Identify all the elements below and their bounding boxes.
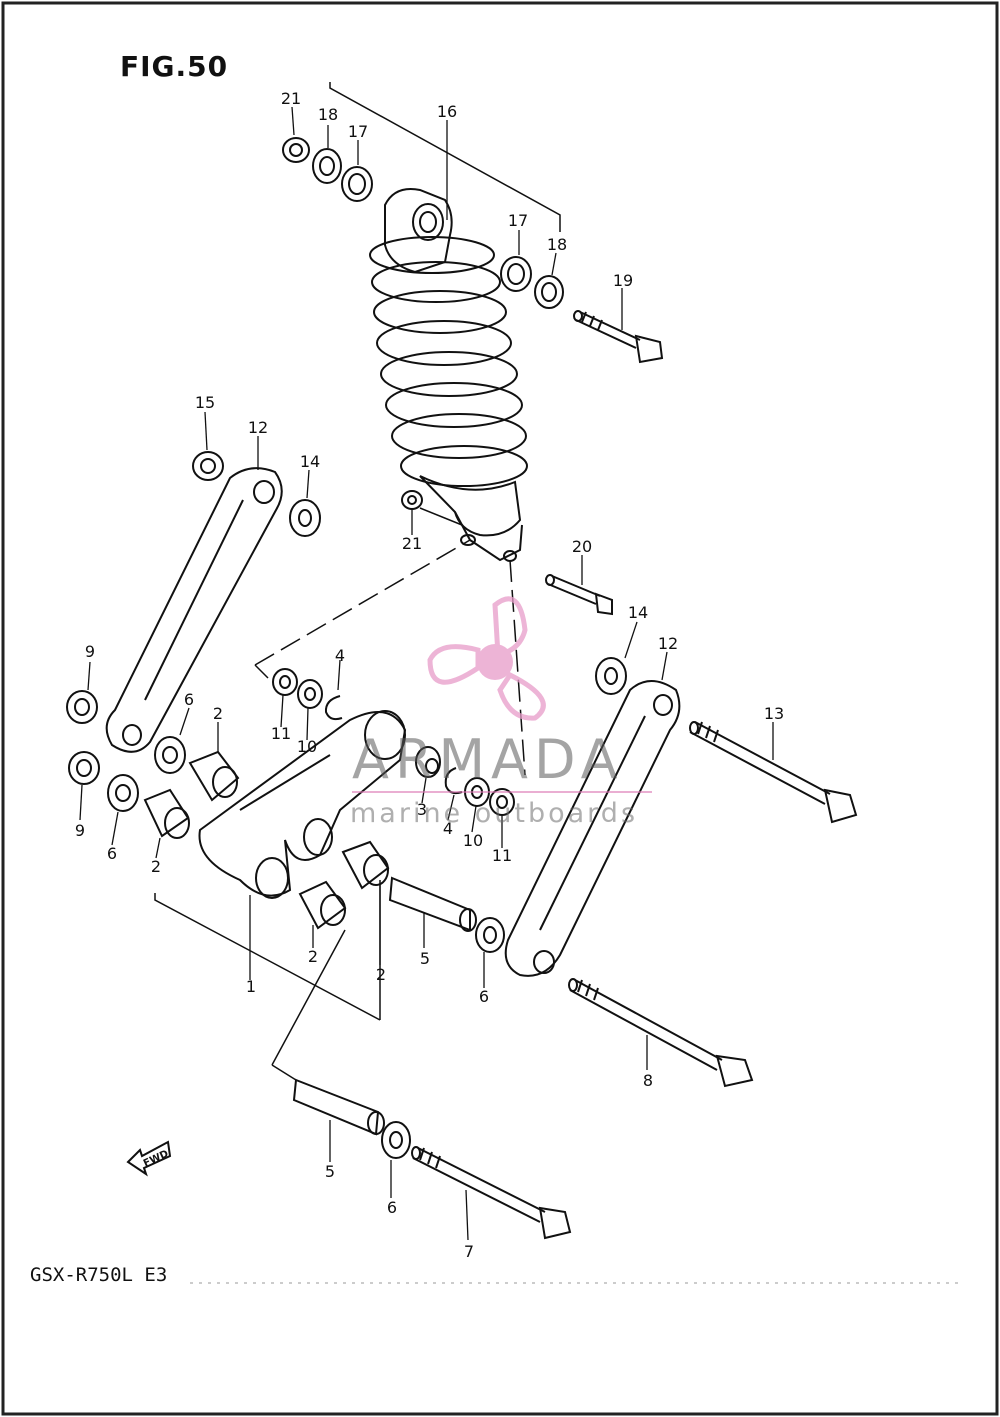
bolt-13 [689,721,858,824]
callout-21: 21 [281,89,301,108]
callout-6: 6 [479,987,489,1006]
seal-10-left [297,679,323,709]
bearing-3 [415,746,441,778]
seal-17-top-left [341,166,373,202]
callout-21: 21 [402,534,422,553]
callout-17: 17 [508,211,528,230]
assembly-lines [154,82,561,1081]
cushion-lever-1 [198,710,407,899]
bearing-2-d [298,880,347,930]
fwd-arrow-icon: FWD [126,1140,172,1177]
shock-absorber [369,188,528,562]
callout-1: 1 [246,977,256,996]
sleeve-5-upper [388,876,477,932]
callout-16: 16 [437,102,457,121]
callout-20: 20 [572,537,592,556]
callout-5: 5 [325,1162,335,1181]
callout-2: 2 [308,947,318,966]
callout-numbers: 21 18 17 16 17 18 19 15 12 14 21 20 14 1… [75,89,784,1261]
shock-spring [369,236,528,487]
callout-leaders [79,106,774,1241]
nut-21-top [282,137,310,163]
nut-9-lower [68,751,100,785]
callout-9: 9 [75,821,85,840]
callout-9: 9 [85,642,95,661]
callout-18: 18 [318,105,338,124]
washer-14-right [595,657,627,695]
shock-top-eye [384,188,453,274]
callout-3: 3 [417,800,427,819]
callout-12: 12 [248,418,268,437]
callout-6: 6 [387,1198,397,1217]
callout-14: 14 [628,603,648,622]
watermark-subtitle: marine outboards [350,798,639,829]
circlip-4-left [324,695,343,721]
collar-18-top-left [312,148,342,184]
callout-6: 6 [184,690,194,709]
callout-2: 2 [213,704,223,723]
nut-9-upper [66,690,98,724]
callout-11: 11 [492,846,512,865]
bolt-7 [411,1146,572,1240]
seal-17-top-right [500,256,532,292]
callout-13: 13 [764,704,784,723]
watermark-propeller-icon [427,596,546,721]
washer-6-left-lower [107,774,139,812]
callout-19: 19 [613,271,633,290]
bearing-2-c [341,840,390,890]
washer-6-right-lower [381,1121,411,1159]
callout-10: 10 [297,737,317,756]
callout-4: 4 [335,646,345,665]
tie-rod-12-right [504,680,681,977]
callout-11: 11 [271,724,291,743]
callout-2: 2 [376,965,386,984]
callout-10: 10 [463,831,483,850]
bolt-8 [568,978,754,1088]
sleeve-5-lower [292,1078,385,1136]
bearing-2-a [188,750,240,802]
callout-2: 2 [151,857,161,876]
bolt-20 [545,574,613,616]
shock-lower-clevis [454,511,523,562]
washer-6-left-upper [154,736,186,774]
callout-4: 4 [443,819,453,838]
callout-17: 17 [348,122,368,141]
callout-7: 7 [464,1242,474,1261]
washer-6-right-upper [475,917,505,953]
callout-6: 6 [107,844,117,863]
callout-5: 5 [420,949,430,968]
bearing-2-b [143,788,190,839]
watermark-underline [352,791,652,793]
nut-21-lower [401,490,423,510]
collar-18-top-right [534,275,564,309]
model-code: GSX-R750L E3 [30,1264,168,1286]
spacer-11-left [272,668,298,696]
figure-title: FIG.50 [120,50,229,83]
shock-body [419,475,522,537]
washer-14-left [289,499,321,537]
watermark-brand: ARMADA [352,728,624,791]
shock-top-hole [412,203,444,241]
callout-12: 12 [658,634,678,653]
callout-18: 18 [547,235,567,254]
tie-rod-12-left [105,467,283,753]
bolt-19 [573,310,664,364]
nut-15 [192,451,224,481]
callout-15: 15 [195,393,215,412]
circlip-4-right [444,767,463,795]
callout-14: 14 [300,452,320,471]
callout-8: 8 [643,1071,653,1090]
